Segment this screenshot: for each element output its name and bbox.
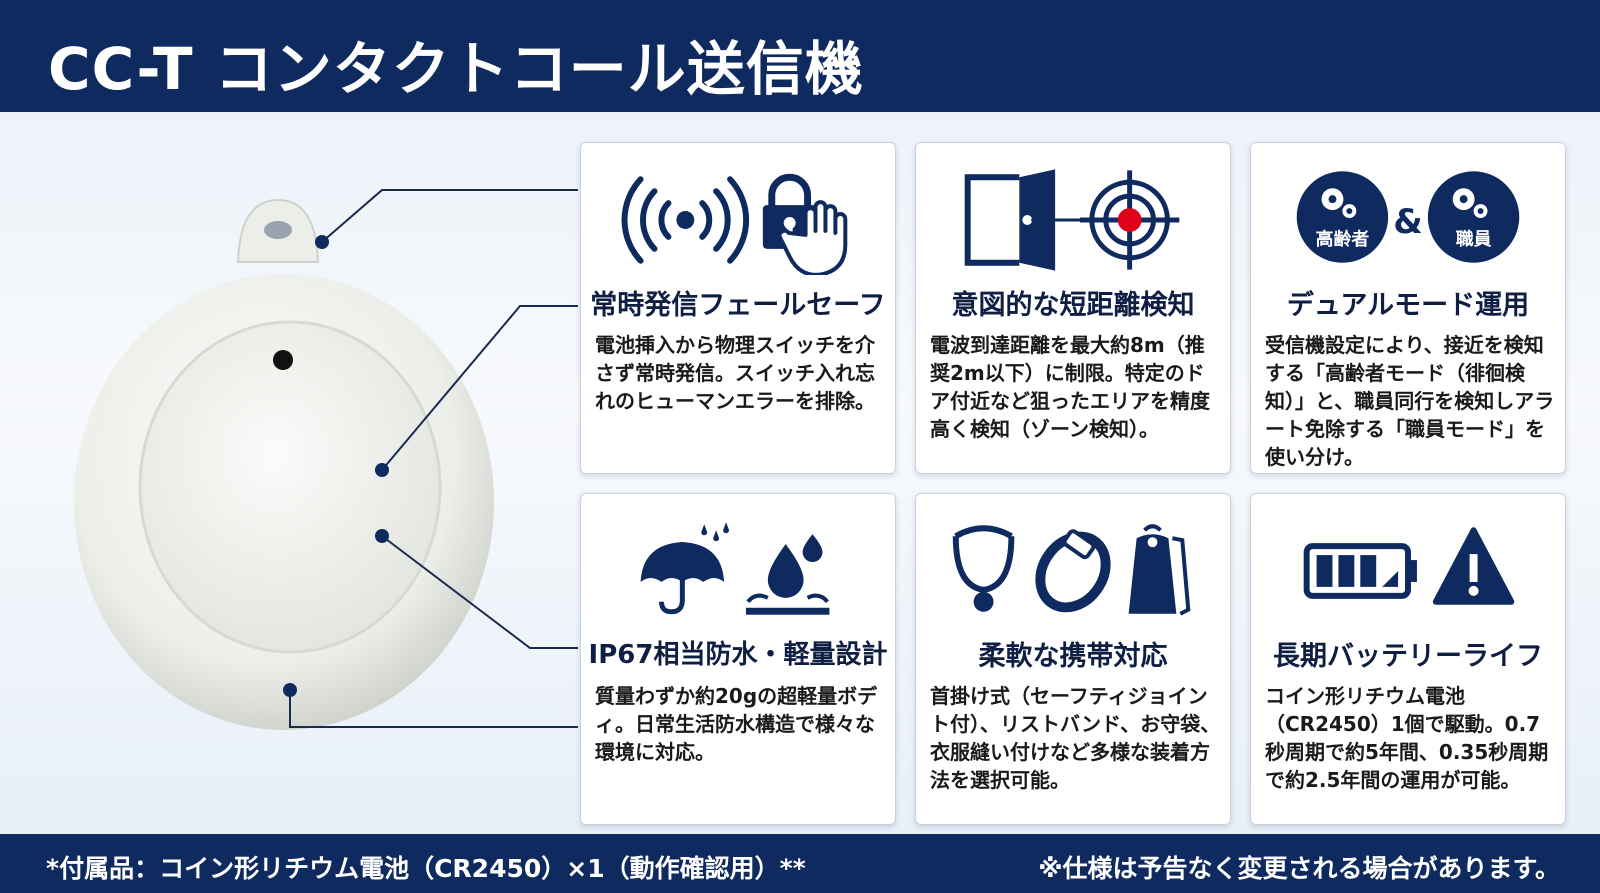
- feature-card-dual-mode: 高齢者 & 職員 デュアルモード運用 受信機設定により、接近を検知する「高齢者モ…: [1250, 142, 1566, 474]
- water-drop-icon: [745, 534, 830, 615]
- lock-hand-icon: [762, 173, 848, 275]
- umbrella-rain-icon: [640, 522, 730, 615]
- feature-card-waterproof: IP67相当防水・軽量設計 質量わずか約20gの超軽量ボディ。日常生活防水構造で…: [580, 493, 896, 825]
- feature-title: デュアルモード運用: [1286, 290, 1530, 321]
- feature-title: 意図的な短距離検知: [951, 290, 1195, 321]
- feature-title: 長期バッテリーライフ: [1273, 641, 1543, 672]
- feature-description: 電池挿入から物理スイッチを介さず常時発信。スイッチ入れ忘れのヒューマンエラーを排…: [595, 333, 875, 413]
- badge-staff-label: 職員: [1456, 228, 1492, 250]
- amulet-bag-icon: [1128, 524, 1191, 616]
- accessory-note: *付属品：コイン形リチウム電池（CR2450）×1（動作確認用）**: [46, 854, 806, 883]
- badge-elderly-label: 高齢者: [1316, 228, 1370, 250]
- wireless-signal-icon: [621, 176, 750, 264]
- feature-title: 柔軟な携帯対応: [978, 641, 1168, 672]
- feature-description: 質量わずか約20gの超軽量ボディ。日常生活防水構造で様々な環境に対応。: [595, 684, 878, 764]
- feature-description: コイン形リチウム電池（CR2450）1個で駆動。0.7秒周期で約5年間、0.35…: [1265, 684, 1549, 792]
- necklace-icon: [952, 525, 1015, 612]
- feature-card-wearable: 柔軟な携帯対応 首掛け式（セーフティジョイント付）、リストバンド、お守袋、衣服縫…: [915, 493, 1231, 825]
- feature-description: 電波到達距離を最大約8m（推奨2m以下）に制限。特定のドア付近など狙ったエリアを…: [930, 333, 1210, 441]
- feature-description: 受信機設定により、接近を検知する「高齢者モード（徘徊検知）」と、職員同行を検知し…: [1265, 333, 1555, 469]
- feature-card-short-range: 意図的な短距離検知 電波到達距離を最大約8m（推奨2m以下）に制限。特定のドア付…: [915, 142, 1231, 474]
- ampersand-label: &: [1393, 202, 1422, 241]
- gears-elderly-icon: 高齢者: [1296, 171, 1389, 263]
- footer-bar: *付属品：コイン形リチウム電池（CR2450）×1（動作確認用）** ※仕様は予…: [0, 834, 1600, 893]
- warning-icon: [1432, 527, 1515, 605]
- feature-title: 常時発信フェールセーフ: [590, 290, 886, 321]
- feature-card-battery: 長期バッテリーライフ コイン形リチウム電池（CR2450）1個で駆動。0.7秒周…: [1250, 493, 1566, 825]
- wristband-icon: [1035, 529, 1111, 613]
- transmitter-device-image: [74, 198, 494, 730]
- gears-staff-icon: 職員: [1427, 171, 1520, 263]
- feature-card-failsafe: 常時発信フェールセーフ 電池挿入から物理スイッチを介さず常時発信。スイッチ入れ忘…: [580, 142, 896, 474]
- feature-title: IP67相当防水・軽量設計: [588, 640, 888, 670]
- page-title: CC-T コンタクトコール送信機: [48, 35, 864, 103]
- spec-disclaimer: ※仕様は予告なく変更される場合があります。: [1038, 854, 1560, 883]
- feature-description: 首掛け式（セーフティジョイント付）、リストバンド、お守袋、衣服縫い付けなど多様な…: [930, 684, 1221, 792]
- header-bar: CC-T コンタクトコール送信機: [0, 0, 1600, 112]
- battery-icon: [1303, 543, 1417, 599]
- target-icon: [1079, 170, 1180, 270]
